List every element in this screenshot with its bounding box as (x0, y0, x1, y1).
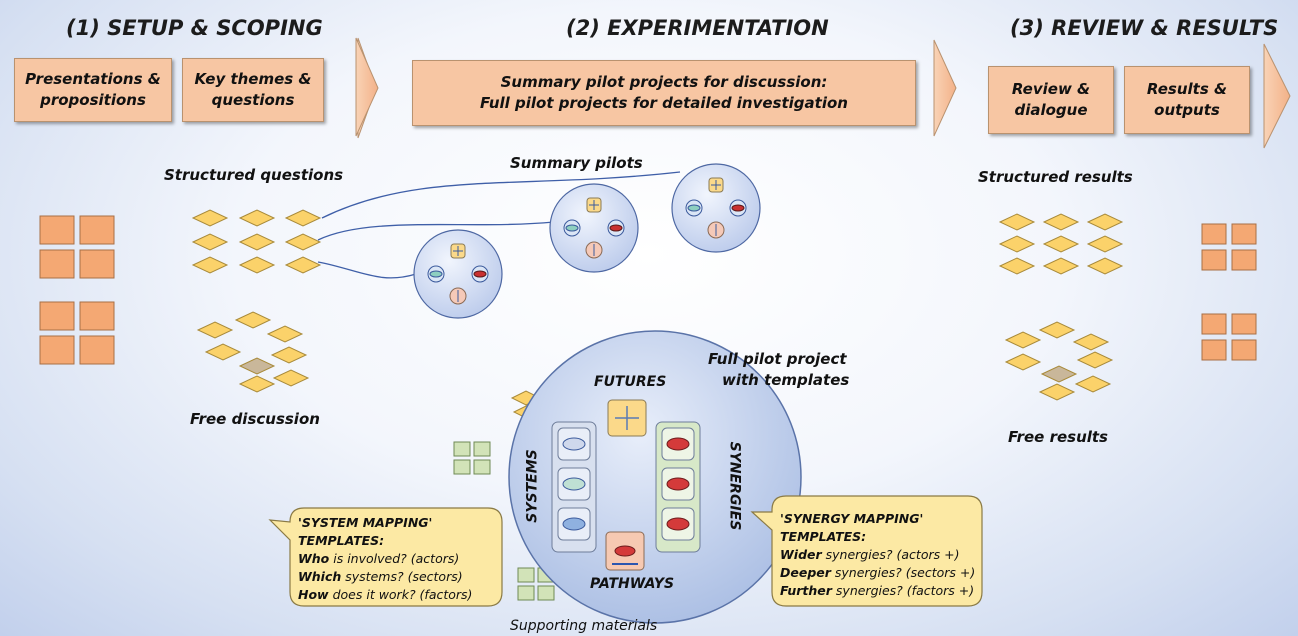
system-callout-line-keyword: Who (298, 551, 330, 566)
synergy-callout-line: Further synergies? (factors +) (780, 582, 975, 600)
system-mapping-callout: 'SYSTEM MAPPING' TEMPLATES: Who is invol… (298, 514, 472, 604)
review-line-2: dialogue (1014, 101, 1088, 119)
full-pilot-label-line-1: Full pilot project (708, 350, 847, 368)
synergy-callout-heading-1: 'SYNERGY MAPPING' (780, 511, 924, 526)
system-callout-line-text: is involved? (actors) (329, 551, 460, 566)
presentation-squares (39, 215, 115, 365)
synergy-callout-bubble (750, 495, 983, 607)
full-pilot-label-line-2: with templates (722, 371, 850, 389)
key-themes-line-1: Key themes & (194, 70, 312, 88)
phase-arrow-3 (1263, 43, 1291, 149)
review-line-1: Review & (1011, 80, 1091, 98)
systems-icons (557, 427, 591, 541)
synergy-callout-line-text: synergies? (sectors +) (830, 565, 976, 580)
summary-pilot-circles (413, 163, 761, 319)
phase-setup-title: (1) SETUP & SCOPING (66, 16, 323, 40)
synergies-icons (661, 427, 695, 541)
synergies-label: SYNERGIES (726, 441, 743, 531)
pilot-connector (321, 171, 681, 219)
system-callout-heading-2: TEMPLATES: (298, 533, 385, 548)
result-squares (1201, 223, 1257, 361)
pathways-label: PATHWAYS (590, 576, 675, 592)
system-callout-line-text: does it work? (factors) (328, 587, 473, 602)
structured-results-label: Structured results (978, 168, 1133, 186)
synergy-callout-line-keyword: Deeper (780, 565, 831, 580)
synergy-callout-heading-2: TEMPLATES: (780, 529, 867, 544)
summary-box-line-2: Full pilot projects for detailed investi… (480, 94, 848, 112)
summary-pilot-circle (671, 163, 761, 253)
synergy-callout-line-text: synergies? (factors +) (831, 583, 975, 598)
phase-review-title: (3) REVIEW & RESULTS (1010, 16, 1279, 40)
systems-label: SYSTEMS (524, 449, 541, 523)
synergy-callout-line: Wider synergies? (actors +) (780, 546, 975, 564)
presentations-box: Presentations & propositions (14, 58, 172, 122)
green-material-squares (453, 441, 555, 601)
results-outputs-box: Results & outputs (1124, 66, 1250, 134)
system-callout-heading-1: 'SYSTEM MAPPING' (298, 515, 433, 530)
synergy-callout-line: Deeper synergies? (sectors +) (780, 564, 975, 582)
system-callout-line-text: systems? (sectors) (341, 569, 463, 584)
free-discussion-diamonds (196, 311, 310, 393)
phase-experimentation-title: (2) EXPERIMENTATION (566, 16, 829, 40)
free-discussion-label: Free discussion (190, 410, 320, 428)
free-result-diamonds (1004, 321, 1114, 401)
system-callout-line: Who is involved? (actors) (298, 550, 472, 568)
summary-pilot-circle (549, 183, 639, 273)
pilot-connector (317, 261, 417, 279)
key-themes-box: Key themes & questions (182, 58, 324, 122)
summary-pilots-label: Summary pilots (510, 154, 643, 172)
supporting-materials-label: Supporting materials (510, 618, 658, 634)
summary-box-line-1: Summary pilot projects for discussion: (500, 73, 828, 91)
pilot-connector (317, 221, 555, 241)
system-callout-line: Which systems? (sectors) (298, 568, 472, 586)
review-dialogue-box: Review & dialogue (988, 66, 1114, 134)
structured-result-diamonds (998, 213, 1124, 275)
free-results-label: Free results (1008, 428, 1108, 446)
futures-label: FUTURES (594, 374, 667, 390)
results-line-2: outputs (1154, 101, 1220, 119)
system-callout-line-keyword: How (298, 587, 329, 602)
results-line-1: Results & (1146, 80, 1228, 98)
presentations-line-2: propositions (40, 91, 146, 109)
synergy-mapping-callout: 'SYNERGY MAPPING' TEMPLATES: Wider syner… (780, 510, 975, 600)
synergy-callout-line-keyword: Further (780, 583, 832, 598)
system-callout-bubble (268, 507, 503, 607)
system-callout-line-keyword: Which (298, 569, 342, 584)
phase-arrow-2 (933, 39, 957, 137)
structured-question-diamonds (191, 209, 322, 274)
synergy-callout-line-keyword: Wider (780, 547, 822, 562)
phase-arrow-1 (355, 37, 379, 137)
structured-questions-label: Structured questions (164, 166, 344, 184)
synergy-callout-line-text: synergies? (actors +) (821, 547, 960, 562)
system-callout-line: How does it work? (factors) (298, 586, 472, 604)
summary-pilots-box: Summary pilot projects for discussion: F… (412, 60, 916, 126)
key-themes-line-2: questions (211, 91, 295, 109)
presentations-line-1: Presentations & (25, 70, 161, 88)
summary-pilot-circle (413, 229, 503, 319)
